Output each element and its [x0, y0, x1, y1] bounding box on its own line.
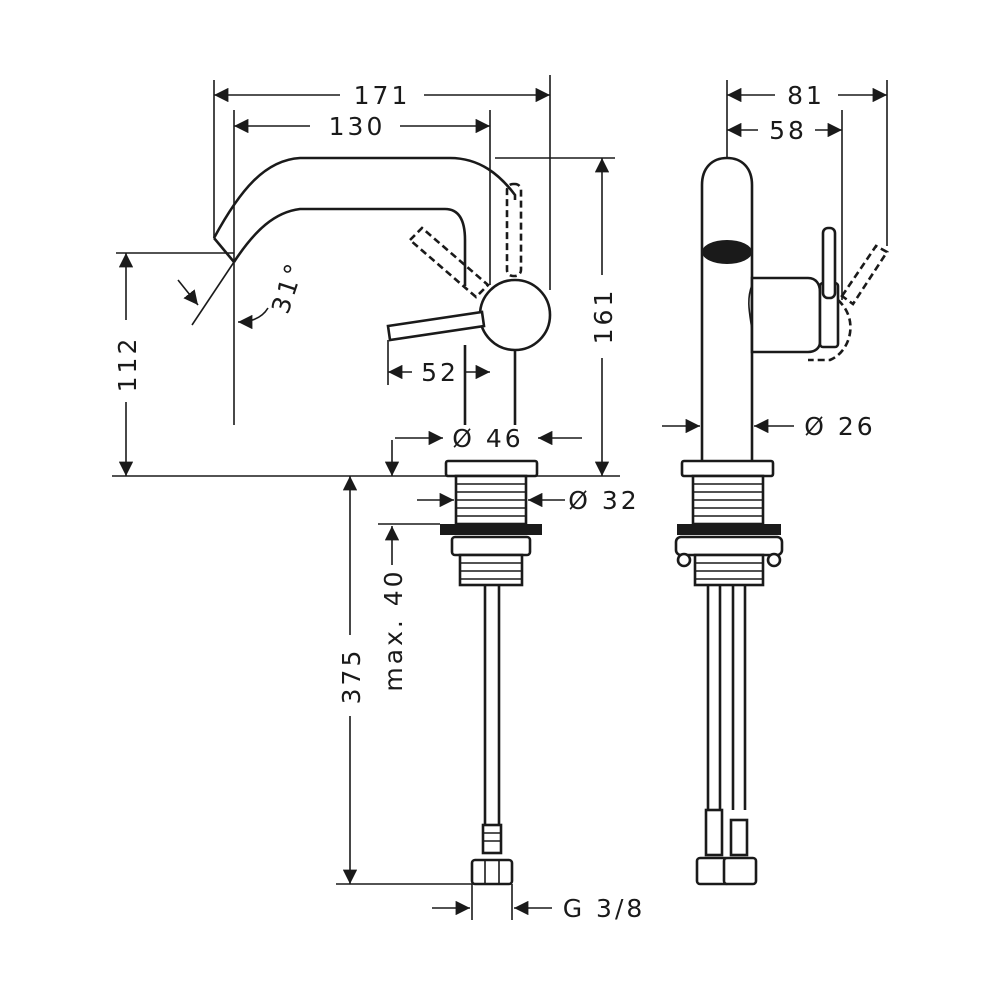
dim-171: 171	[354, 81, 411, 110]
side-dimensions: 81 58 Ø 26	[662, 81, 887, 441]
dim-161: 161	[589, 288, 618, 345]
hose-ferrule	[481, 823, 503, 855]
side-base-flange	[680, 459, 775, 478]
dim-130: 130	[329, 112, 386, 141]
dim-58: 58	[769, 116, 807, 145]
base-flange	[444, 459, 539, 478]
dim-g38: G 3/8	[563, 894, 646, 923]
side-lever-dashed	[840, 244, 889, 306]
side-handle-housing	[750, 276, 822, 354]
side-lever	[821, 226, 837, 300]
hose-connector-nut	[470, 858, 514, 886]
side-view	[674, 80, 889, 886]
side-body	[700, 156, 754, 460]
spout-tip	[213, 237, 235, 263]
spout-outline	[212, 156, 517, 286]
dim-d46: Ø 46	[452, 424, 523, 453]
dim-375: 375	[337, 648, 366, 705]
front-view	[112, 75, 620, 886]
dim-angle: 31°	[266, 258, 310, 318]
washer	[440, 524, 542, 535]
lever-angled-dashed	[408, 226, 490, 299]
thread-shank	[454, 474, 528, 526]
dim-d26: Ø 26	[804, 412, 875, 441]
lever-upright-dashed	[505, 182, 523, 278]
dim-d32: Ø 32	[568, 486, 639, 515]
dim-81: 81	[787, 81, 825, 110]
fixing-nut	[450, 535, 532, 557]
dim-112: 112	[113, 336, 142, 393]
aerator	[702, 240, 752, 264]
front-dimensions: 171 130 161 112 31° 52 Ø 46 Ø 32 max. 40…	[113, 81, 646, 923]
dim-max40: max. 40	[379, 568, 408, 691]
lever	[386, 310, 486, 342]
dim-52: 52	[421, 358, 459, 387]
handle-hub	[478, 278, 552, 352]
